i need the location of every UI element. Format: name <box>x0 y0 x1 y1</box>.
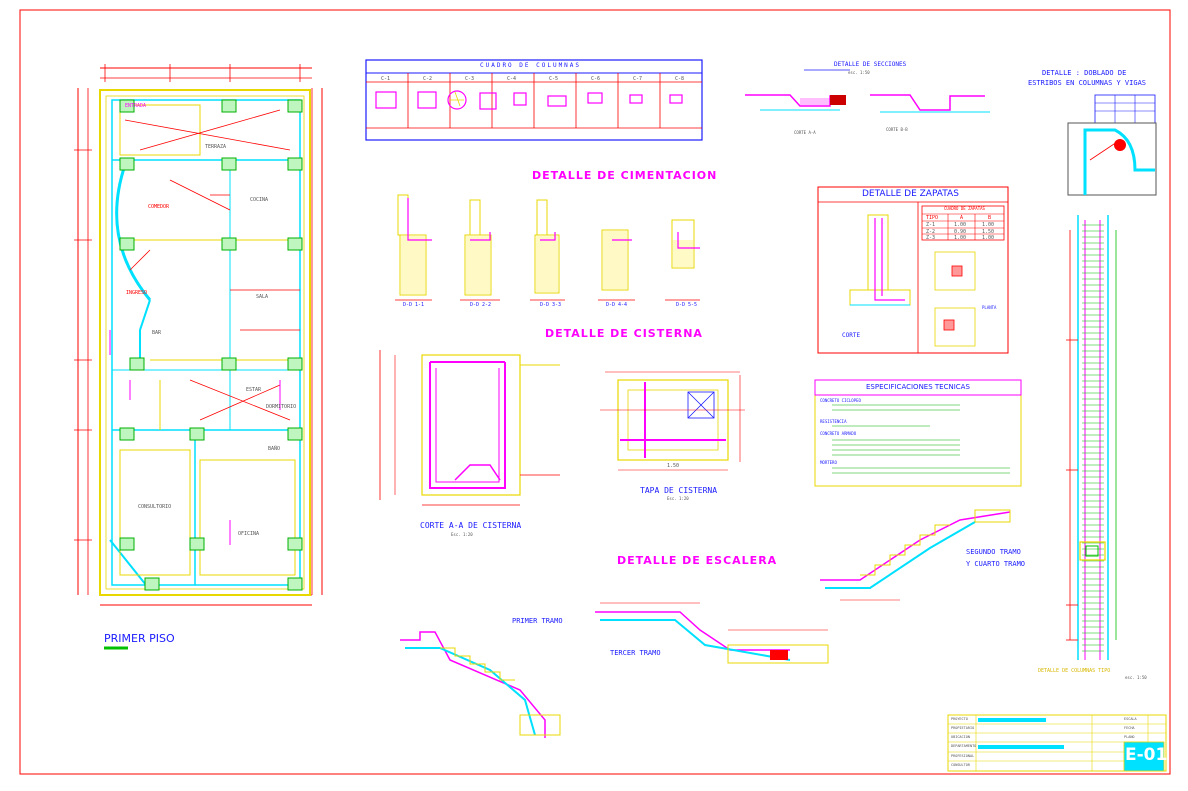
foundation-cut-2: D-D 2-2 <box>470 302 492 308</box>
footings-r2-a: 0.90 <box>954 229 967 235</box>
room-dormitorio: DORMITORIO <box>266 404 297 410</box>
room-cocina: COCINA <box>250 197 269 203</box>
specs-section-2: RESISTENCIA <box>820 419 847 424</box>
footings-r2-b: 1.50 <box>982 229 995 235</box>
specs-title: ESPECIFICACIONES TECNICAS <box>866 383 970 391</box>
tb-row-departamento: DEPARTAMENTO <box>951 744 977 748</box>
room-entrada: ENTRADA <box>125 103 147 109</box>
stairs-detail <box>400 509 1011 738</box>
footings-r1-a: 1.00 <box>954 222 967 228</box>
foundation-title: DETALLE DE CIMENTACION <box>532 169 718 182</box>
col-type-c5: C-5 <box>549 76 559 82</box>
tb-fecha: FECHA <box>1124 726 1135 730</box>
tb-escala: ESCALA <box>1124 717 1137 721</box>
col-type-c8: C-8 <box>675 76 685 82</box>
footings-r2-tipo: Z-2 <box>926 229 936 235</box>
cistern-cut-label: CORTE A-A DE CISTERNA <box>420 521 522 530</box>
footings-r1-b: 1.00 <box>982 222 995 228</box>
cut-a-a: CORTE A-A <box>794 130 816 135</box>
sheet-border <box>19 9 1171 775</box>
room-comedor: COMEDOR <box>148 204 170 210</box>
specs-section-4: MORTERO <box>820 460 837 465</box>
footings-h-tipo: TIPO <box>926 215 939 221</box>
sections-title: DETALLE DE SECCIONES <box>834 61 907 68</box>
foundation-cut-3: D-D 3-3 <box>540 302 562 308</box>
tb-plano: PLANO <box>1124 735 1135 739</box>
stairs-flight-2: SEGUNDO TRAMO <box>966 548 1021 556</box>
footings-table-title: CUADRO DE ZAPATAS <box>944 206 985 211</box>
specs-section-1: CONCRETO CICLOPEO <box>820 398 861 403</box>
sheet-code: E-01 <box>1125 745 1168 765</box>
footings-r1-tipo: Z-1 <box>926 222 936 228</box>
footings-detail <box>817 186 1009 354</box>
room-bar: BAR <box>152 330 162 336</box>
footings-plan-label: PLANTA <box>982 305 997 310</box>
cistern-title: DETALLE DE CISTERNA <box>545 327 703 340</box>
footings-cut-label: CORTE <box>842 332 861 339</box>
specs-box <box>814 379 1022 487</box>
cut-b-b: CORTE B-B <box>886 127 908 132</box>
foundation-detail <box>395 194 700 301</box>
stirrups-detail <box>1067 94 1157 196</box>
stirrups-title-2: ESTRIBOS EN COLUMNAS Y VIGAS <box>1028 79 1147 87</box>
columns-table-title: CUADRO DE COLUMNAS <box>480 62 582 69</box>
sections-detail <box>745 69 990 113</box>
room-oficina: OFICINA <box>238 531 260 537</box>
col-type-c6: C-6 <box>591 76 601 82</box>
cistern-lid-scale: Esc. 1:20 <box>667 496 689 501</box>
col-type-c1: C-1 <box>381 76 391 82</box>
stairs-flight-3: TERCER TRAMO <box>610 649 661 657</box>
title-block <box>947 714 1167 772</box>
stairs-flight-1: PRIMER TRAMO <box>512 617 563 625</box>
stairs-title: DETALLE DE ESCALERA <box>617 554 778 567</box>
room-sala: SALA <box>256 294 269 300</box>
col-type-c4: C-4 <box>507 76 517 82</box>
cistern-lid-width: 1.50 <box>667 463 680 469</box>
specs-section-3: CONCRETO ARMADO <box>820 431 857 436</box>
room-terraza: TERRAZA <box>205 144 227 150</box>
stairs-flight-2b: Y CUARTO TRAMO <box>966 560 1026 568</box>
footings-r3-b: 1.00 <box>982 235 995 241</box>
footings-r3-a: 1.00 <box>954 235 967 241</box>
plan-title: PRIMER PISO <box>104 632 175 645</box>
foundation-cut-5: D-D 5-5 <box>676 302 698 308</box>
footings-h-b: B <box>988 215 992 221</box>
col-type-c2: C-2 <box>423 76 433 82</box>
footings-h-a: A <box>960 215 964 221</box>
tb-row-profesional: PROFESIONAL <box>951 754 975 758</box>
room-estar: ESTAR <box>246 387 262 393</box>
room-consultorio: CONSULTORIO <box>138 504 172 510</box>
footings-title: DETALLE DE ZAPATAS <box>862 189 959 199</box>
column-elevation <box>1066 215 1117 660</box>
column-elevation-scale: esc. 1:50 <box>1125 675 1147 680</box>
tb-row-consultor: CONSULTOR <box>951 763 970 767</box>
tb-row-proyecto: PROYECTO <box>951 717 968 721</box>
column-elevation-caption: DETALLE DE COLUMNAS TIPO <box>1038 668 1111 674</box>
col-type-c7: C-7 <box>633 76 643 82</box>
foundation-cut-1: D-D 1-1 <box>403 302 425 308</box>
columns-table <box>365 59 703 141</box>
tb-row-propietario: PROPIETARIO <box>951 726 975 730</box>
room-ingreso: INGRESO <box>126 290 148 296</box>
floor-plan <box>74 64 323 650</box>
cistern-detail <box>379 350 745 506</box>
cistern-lid-label: TAPA DE CISTERNA <box>640 486 718 495</box>
col-type-c3: C-3 <box>465 76 475 82</box>
stirrups-title-1: DETALLE : DOBLADO DE <box>1042 69 1127 77</box>
tb-row-ubicacion: UBICACION <box>951 735 970 739</box>
sections-scale: esc. 1:50 <box>848 70 870 75</box>
cistern-cut-scale: Esc. 1:20 <box>451 532 473 537</box>
room-bano: BAÑO <box>268 446 281 452</box>
foundation-cut-4: D-D 4-4 <box>606 302 628 308</box>
footings-r3-tipo: Z-3 <box>926 235 936 241</box>
